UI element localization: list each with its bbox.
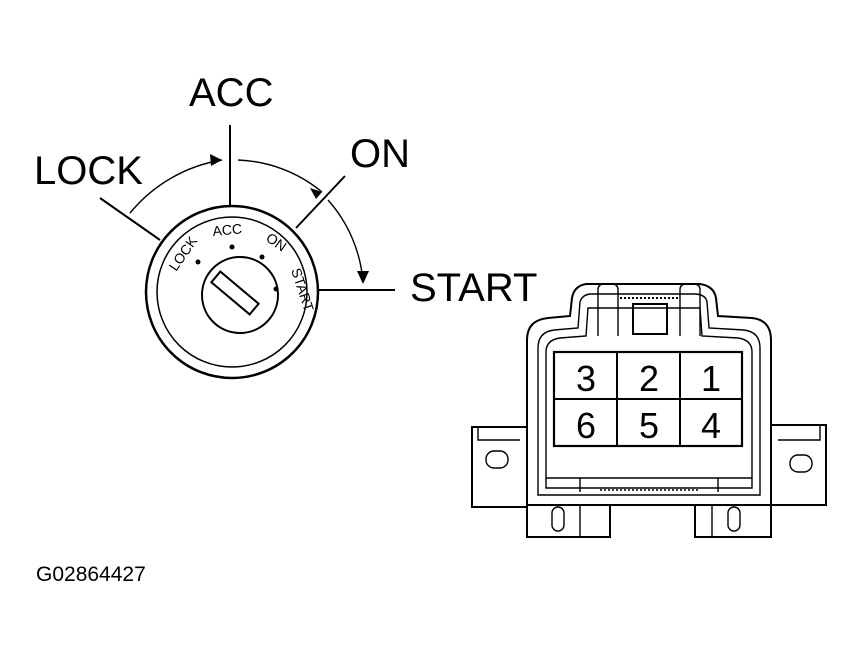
figure-code: G02864427 [36,563,146,586]
right-latch [679,283,701,336]
ignition-key-cylinder: LOCK ACC ON START LOCK ACC ON START [34,71,537,380]
acc-to-on-arc [237,159,323,193]
arc-arrow-on [310,188,322,199]
pin-1: 1 [701,358,721,399]
pin-grid: 3 2 1 6 5 4 [552,350,744,448]
right-tab-slot [789,454,813,473]
left-tab-slot [485,450,509,469]
lock-tab [632,303,668,335]
key-slot [209,270,261,316]
lock-leader-line [99,197,161,241]
right-mount-tab [771,424,827,506]
pin-5: 5 [639,405,659,446]
pin-2: 2 [639,358,659,399]
acc-dot [229,244,235,250]
connector-housing [526,283,772,506]
arc-arrow-start [357,271,369,284]
right-tab-detail [778,425,821,441]
pin-6: 6 [576,405,596,446]
right-foot-slot [727,506,741,532]
left-tab-detail [477,427,520,441]
position-label-on: ON [350,132,410,176]
on-leader-line [295,175,346,229]
pin-4: 4 [701,405,721,446]
connector-inner-wall [537,293,761,496]
on-to-start-arc [327,199,364,283]
arc-arrow-acc [210,154,222,166]
right-foot [694,505,772,538]
pin-3: 3 [576,358,596,399]
left-foot-slot [551,506,565,532]
on-dot [259,254,265,260]
start-dot [273,286,279,292]
position-label-acc: ACC [189,71,273,115]
left-foot [526,505,611,538]
switch-connector: 3 2 1 6 5 4 [471,283,827,538]
position-label-start: START [410,266,537,310]
dial-label-acc: ACC [212,220,243,239]
lock-dot [195,259,201,265]
position-label-lock: LOCK [34,149,143,193]
left-mount-tab [471,426,527,508]
left-latch [597,283,619,336]
lock-to-acc-arc [129,159,223,214]
